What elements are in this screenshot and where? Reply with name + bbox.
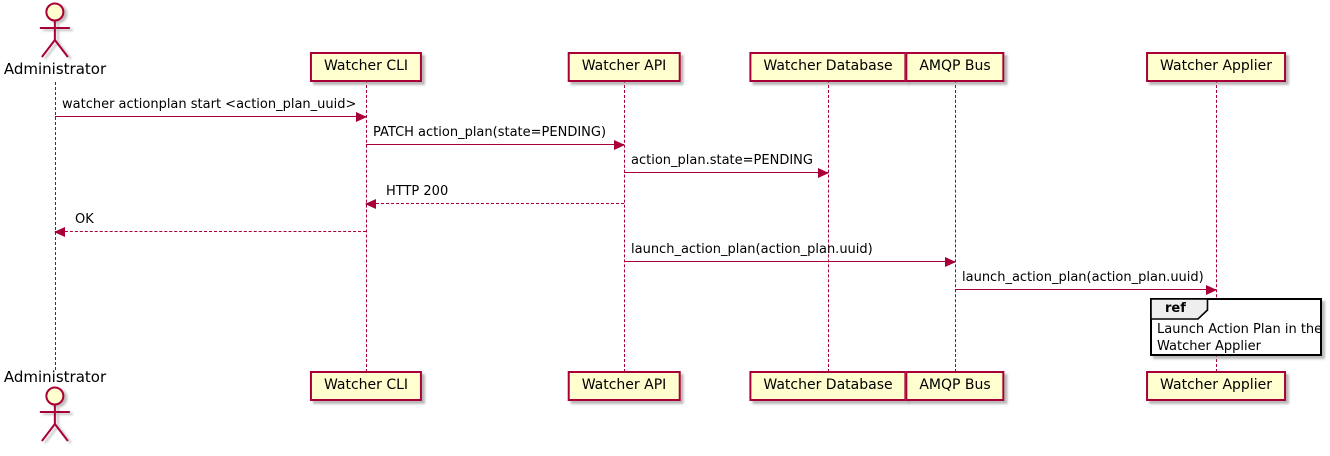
lifeline-watcher-applier — [1216, 80, 1217, 372]
message-text: PATCH action_plan(state=PENDING) — [373, 125, 607, 140]
participant-amqp-bus-top: AMQP Bus — [905, 52, 1005, 82]
message-text: action_plan.state=PENDING — [631, 153, 813, 168]
lifeline-watcher-database — [828, 80, 829, 372]
message-set-state-pending: action_plan.state=PENDING — [624, 151, 829, 178]
ref-keyword: ref — [1165, 301, 1186, 316]
arrowhead-right-icon — [614, 140, 625, 150]
message-start-actionplan: watcher actionplan start <action_plan_uu… — [55, 95, 367, 122]
lifeline-watcher-cli — [366, 80, 367, 372]
participant-watcher-cli-bottom: Watcher CLI — [309, 371, 423, 401]
arrowhead-right-icon — [356, 112, 367, 122]
actor-icon — [39, 386, 70, 442]
participant-watcher-applier-top: Watcher Applier — [1146, 52, 1286, 82]
message-arrow-line — [624, 168, 829, 178]
ref-text-line: Launch Action Plan in the — [1157, 322, 1323, 337]
message-launch-action-plan-api-amqp: launch_action_plan(action_plan.uuid) — [624, 240, 956, 267]
participant-watcher-cli-top: Watcher CLI — [309, 52, 423, 82]
participant-watcher-applier-bottom: Watcher Applier — [1146, 371, 1286, 401]
message-arrow-line — [624, 257, 956, 267]
ref-text-line: Watcher Applier — [1157, 339, 1261, 354]
lifeline-amqp-bus — [955, 80, 956, 372]
participant-watcher-database-bottom: Watcher Database — [749, 371, 907, 401]
arrowhead-left-icon — [54, 227, 65, 237]
message-arrow-line — [955, 285, 1217, 295]
arrowhead-left-icon — [365, 199, 376, 209]
message-text: HTTP 200 — [386, 184, 449, 199]
actor-administrator-top: Administrator — [4, 2, 106, 78]
participant-amqp-bus-bottom: AMQP Bus — [905, 371, 1005, 401]
actor-icon — [39, 2, 70, 58]
participant-watcher-database-top: Watcher Database — [749, 52, 907, 82]
arrowhead-right-icon — [945, 257, 956, 267]
message-patch-action-plan: PATCH action_plan(state=PENDING) — [366, 123, 625, 150]
message-text: launch_action_plan(action_plan.uuid) — [962, 270, 1204, 285]
ref-fragment: ref Launch Action Plan in the Watcher Ap… — [1150, 298, 1322, 356]
lifeline-administrator — [55, 82, 56, 370]
actor-label: Administrator — [3, 60, 107, 78]
arrowhead-right-icon — [818, 168, 829, 178]
message-text: OK — [75, 212, 94, 227]
actor-administrator-bottom: Administrator — [4, 368, 106, 444]
message-text: launch_action_plan(action_plan.uuid) — [631, 242, 873, 257]
message-arrow-line — [54, 227, 366, 237]
message-launch-action-plan-amqp-applier: launch_action_plan(action_plan.uuid) — [955, 268, 1217, 295]
message-ok: OK — [54, 210, 366, 237]
lifeline-watcher-api — [624, 80, 625, 372]
message-arrow-line — [55, 112, 367, 122]
ref-body: Launch Action Plan in the Watcher Applie… — [1152, 320, 1323, 356]
message-text: watcher actionplan start <action_plan_uu… — [62, 97, 357, 112]
actor-label: Administrator — [3, 368, 107, 386]
participant-watcher-api-top: Watcher API — [567, 52, 681, 82]
arrowhead-right-icon — [1206, 285, 1217, 295]
ref-tab-icon — [1151, 299, 1209, 320]
participant-watcher-api-bottom: Watcher API — [567, 371, 681, 401]
message-arrow-line — [365, 199, 624, 209]
message-arrow-line — [366, 140, 625, 150]
message-http-200: HTTP 200 — [365, 182, 624, 209]
